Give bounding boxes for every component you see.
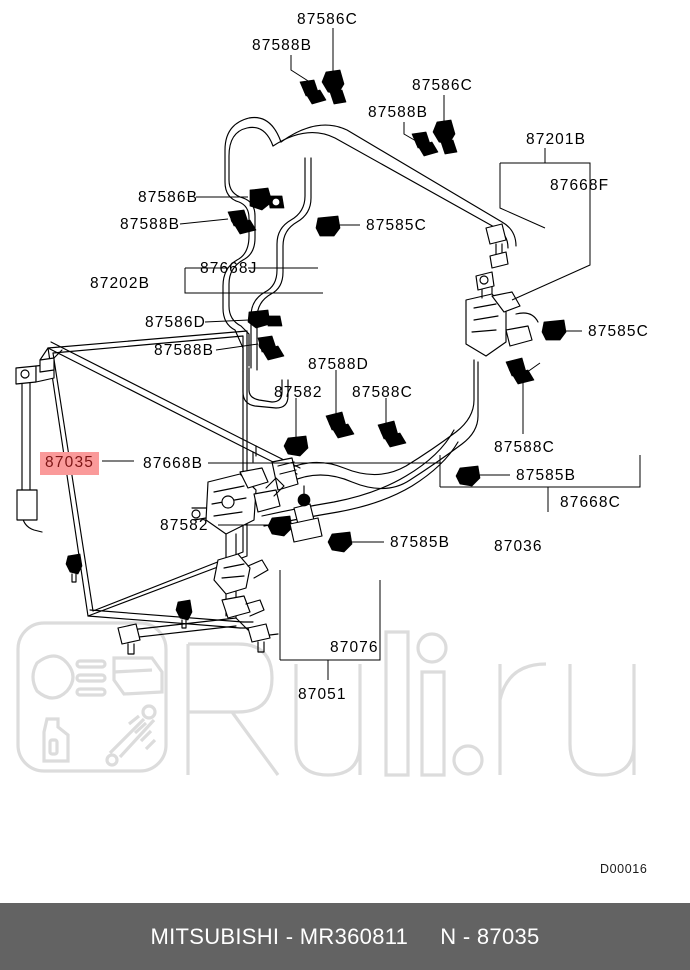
pipe-87051 — [117, 617, 279, 655]
callout-87588C: 87588C — [494, 439, 555, 456]
upper-pipe-87668J — [222, 116, 517, 409]
bolt-87588B-left — [227, 209, 257, 235]
callout-87668C: 87668C — [560, 494, 621, 511]
callout-87201B: 87201B — [526, 131, 587, 148]
callout-87051: 87051 — [298, 686, 347, 703]
clip-87585B-lower — [327, 531, 353, 553]
group-brackets — [184, 148, 641, 680]
headlight-icon — [31, 654, 107, 700]
shock-absorber-icon — [105, 704, 157, 767]
manifold-block-right — [465, 271, 539, 357]
bolt-87588C-a — [377, 420, 407, 448]
callout-87582: 87582 — [160, 517, 209, 534]
service-port-87076 — [289, 485, 323, 543]
fastener-group-mid — [117, 411, 407, 655]
diagram-code: D00016 — [600, 862, 648, 876]
callout-87036: 87036 — [494, 538, 543, 555]
bracket-87051-87076 — [279, 570, 381, 680]
callout-87202B: 87202B — [90, 275, 151, 292]
watermark-text — [186, 630, 636, 777]
callout-87035-highlighted: 87035 — [40, 452, 100, 475]
footer-label: MITSUBISHI - MR360811 N - 87035 — [150, 923, 540, 949]
bracket-87201B-87668F — [499, 148, 591, 229]
callout-87585C: 87585C — [588, 323, 649, 340]
callout-87585B: 87585B — [390, 534, 451, 551]
watermark-ruli-ru — [16, 621, 636, 777]
hose-assembly-87036 — [261, 271, 539, 527]
callout-87586C: 87586C — [297, 11, 358, 28]
leader-87588B-mid — [403, 122, 429, 149]
clip-87586C-mid — [432, 119, 458, 155]
callout-87668F: 87668F — [550, 177, 610, 194]
leader-87588B-left — [179, 218, 229, 225]
condenser-bottom-clip — [65, 553, 83, 583]
callout-87588B: 87588B — [154, 342, 215, 359]
callout-87668B: 87668B — [143, 455, 204, 472]
leader-87588C-b — [522, 362, 541, 434]
leader-87588B-low — [215, 343, 259, 351]
footer-bar: MITSUBISHI - MR360811 N - 87035 — [0, 903, 690, 970]
clip-87585C-right — [541, 319, 567, 341]
leader-87586D — [204, 319, 250, 323]
callout-87588B: 87588B — [120, 216, 181, 233]
leader-87588B-top — [290, 55, 317, 87]
callout-87588C: 87588C — [352, 384, 413, 401]
bracket-87668F-leader — [511, 196, 591, 301]
callout-87586C: 87586C — [412, 77, 473, 94]
bolt-87588B-mid — [411, 131, 439, 157]
callout-87076: 87076 — [330, 639, 379, 656]
callout-87585B: 87585B — [516, 467, 577, 484]
clip-87586B — [249, 187, 285, 211]
callout-87586D: 87586D — [145, 314, 206, 331]
bolt-87588B-low — [257, 335, 285, 361]
clip-87582-b — [267, 515, 293, 537]
callout-87586B: 87586B — [138, 189, 199, 206]
bracket-87036-87668C — [439, 455, 641, 512]
leader-lines — [102, 28, 582, 543]
callout-87668J: 87668J — [200, 260, 258, 277]
clip-87585B-right — [455, 465, 481, 487]
clip-87582-a — [283, 435, 309, 457]
clip-87586D — [247, 309, 283, 329]
bracket-87202B-87668J — [184, 267, 323, 294]
clip-87585C-mid — [315, 215, 341, 237]
callout-87582: 87582 — [274, 384, 323, 401]
air-filter-icon — [112, 656, 164, 696]
callout-87588D: 87588D — [308, 356, 369, 373]
bolt-87588C-manifold — [505, 357, 535, 385]
fastener-group-upper — [227, 69, 567, 361]
bolt-87588D — [325, 411, 355, 439]
clip-87586C-top — [321, 69, 347, 105]
callout-87588B: 87588B — [368, 104, 429, 121]
callout-87588B: 87588B — [252, 37, 313, 54]
oil-bottle-icon — [42, 717, 70, 763]
callout-87585C: 87585C — [366, 217, 427, 234]
connector-block-center — [191, 467, 285, 619]
